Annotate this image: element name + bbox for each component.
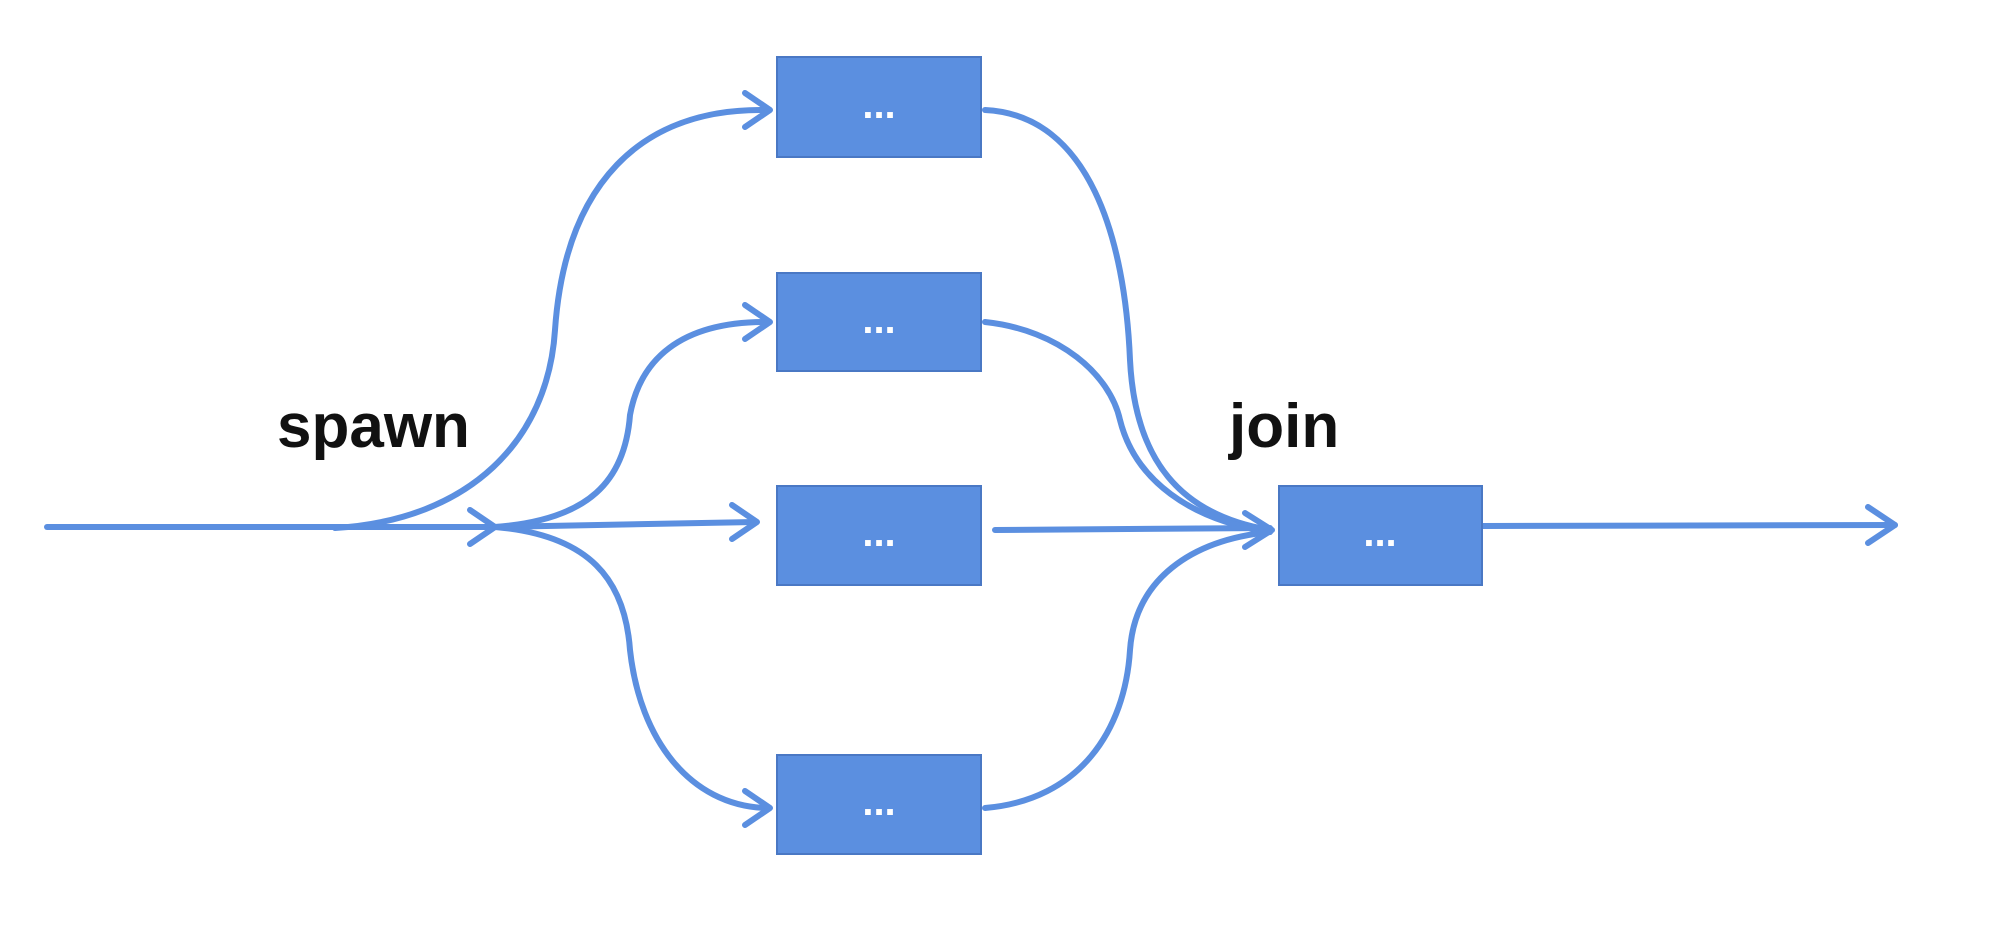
task-node-4: ... (776, 754, 982, 855)
spawn-label: spawn (277, 392, 470, 461)
task-node-1-box (776, 56, 982, 158)
output-arrowhead (1865, 504, 1898, 546)
edge-task-1-to-join (982, 107, 1273, 533)
task-node-2: ... (776, 272, 982, 372)
arrowhead-task-2 (742, 302, 773, 342)
output-edge (1480, 522, 1898, 529)
edge-spawn-to-task-3 (492, 519, 758, 530)
arrowhead-task-3 (729, 502, 760, 542)
edge-spawn-to-task-1 (332, 106, 768, 531)
task-node-2-label: ... (862, 298, 895, 342)
join-node-label: ... (1363, 511, 1396, 555)
task-node-3-label: ... (862, 511, 895, 555)
edge-spawn-to-task-2 (492, 319, 768, 530)
join-arrowhead (1242, 510, 1275, 550)
join-label: join (1228, 392, 1339, 461)
join-node-box (1278, 485, 1483, 586)
task-node-4-label: ... (862, 780, 895, 824)
arrowhead-task-4 (742, 788, 773, 828)
task-node-4-box (776, 754, 982, 855)
edge-spawn-to-task-4 (492, 524, 768, 811)
edge-task-3-to-join (992, 525, 1273, 533)
task-node-1-label: ... (862, 83, 895, 127)
task-node-3-box (776, 485, 982, 586)
edge-task-4-to-join (982, 529, 1273, 811)
edge-task-2-to-join (982, 319, 1273, 535)
task-node-3: ... (776, 485, 982, 586)
join-node: ... (1278, 485, 1483, 586)
task-node-1: ... (776, 56, 982, 158)
task-node-2-box (776, 272, 982, 372)
arrowhead-task-1 (742, 90, 773, 130)
